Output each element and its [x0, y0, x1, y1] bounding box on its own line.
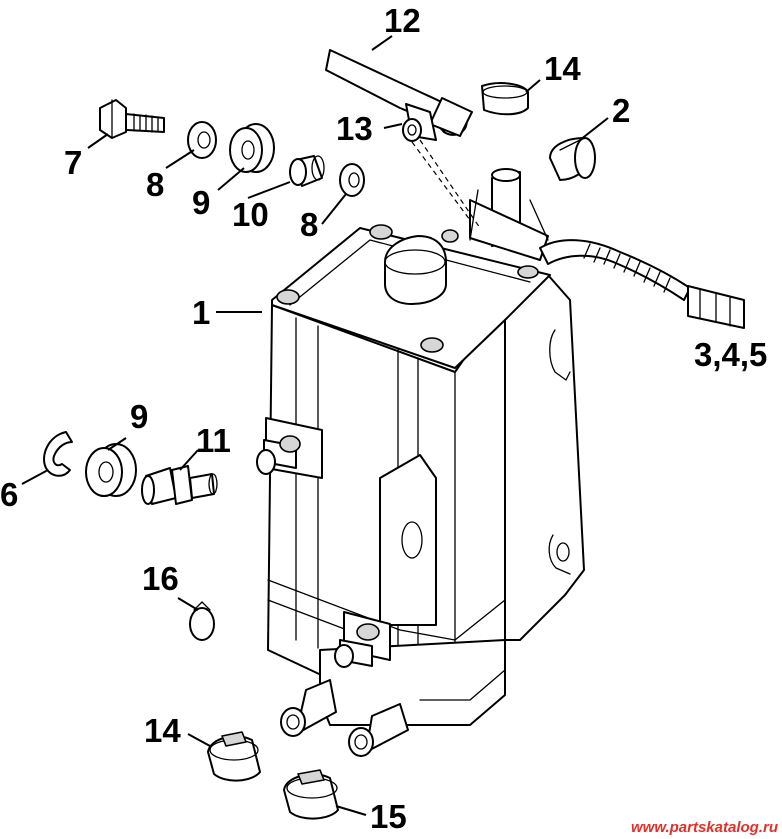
spacer-sleeve	[289, 155, 325, 187]
grommet-upper	[229, 123, 275, 173]
watermark-text[interactable]: www.partskatalog.ru	[631, 819, 778, 836]
callout-12: 12	[384, 2, 421, 39]
callout-9-upper: 9	[192, 184, 210, 221]
callout-7: 7	[64, 144, 82, 181]
callout-14-top: 14	[544, 50, 581, 87]
washer-upper	[187, 121, 217, 159]
housing-side-fitting	[256, 417, 323, 479]
hose-fitting	[141, 465, 218, 505]
callout-labels: 1 2 3,4,5 6 7 8 8 9 9 10 11 12 13 14 14 …	[0, 2, 767, 835]
callout-15: 15	[370, 798, 407, 835]
grommet-lower	[85, 443, 137, 497]
retaining-clip	[43, 431, 73, 477]
callout-10: 10	[232, 196, 269, 233]
leader-lines	[21, 35, 609, 816]
housing-lower-fitting	[334, 611, 391, 668]
callout-11: 11	[196, 422, 231, 459]
callout-8-upper: 8	[146, 166, 164, 203]
fuel-filter-housing	[267, 224, 585, 726]
callout-8-lower: 8	[300, 206, 318, 243]
top-vent-and-harness	[441, 168, 745, 329]
callout-14-bottom: 14	[144, 712, 181, 749]
callout-1: 1	[192, 294, 210, 331]
hose-clamp-large	[283, 769, 339, 820]
callout-2: 2	[612, 92, 630, 129]
hose-clamp-bottom	[207, 731, 261, 782]
hose-clip-top	[481, 82, 529, 116]
bottom-outlets	[280, 679, 409, 757]
callout-3-4-5: 3,4,5	[694, 336, 767, 373]
hose-clamp-small	[402, 103, 437, 142]
callout-9-lower: 9	[130, 398, 148, 435]
callout-16: 16	[142, 560, 179, 597]
callout-13: 13	[336, 110, 373, 147]
washer-lower	[339, 163, 365, 197]
mounting-bolt	[99, 99, 165, 139]
wire-clip	[189, 601, 215, 641]
callout-6: 6	[0, 476, 18, 513]
vent-cap	[549, 137, 596, 181]
